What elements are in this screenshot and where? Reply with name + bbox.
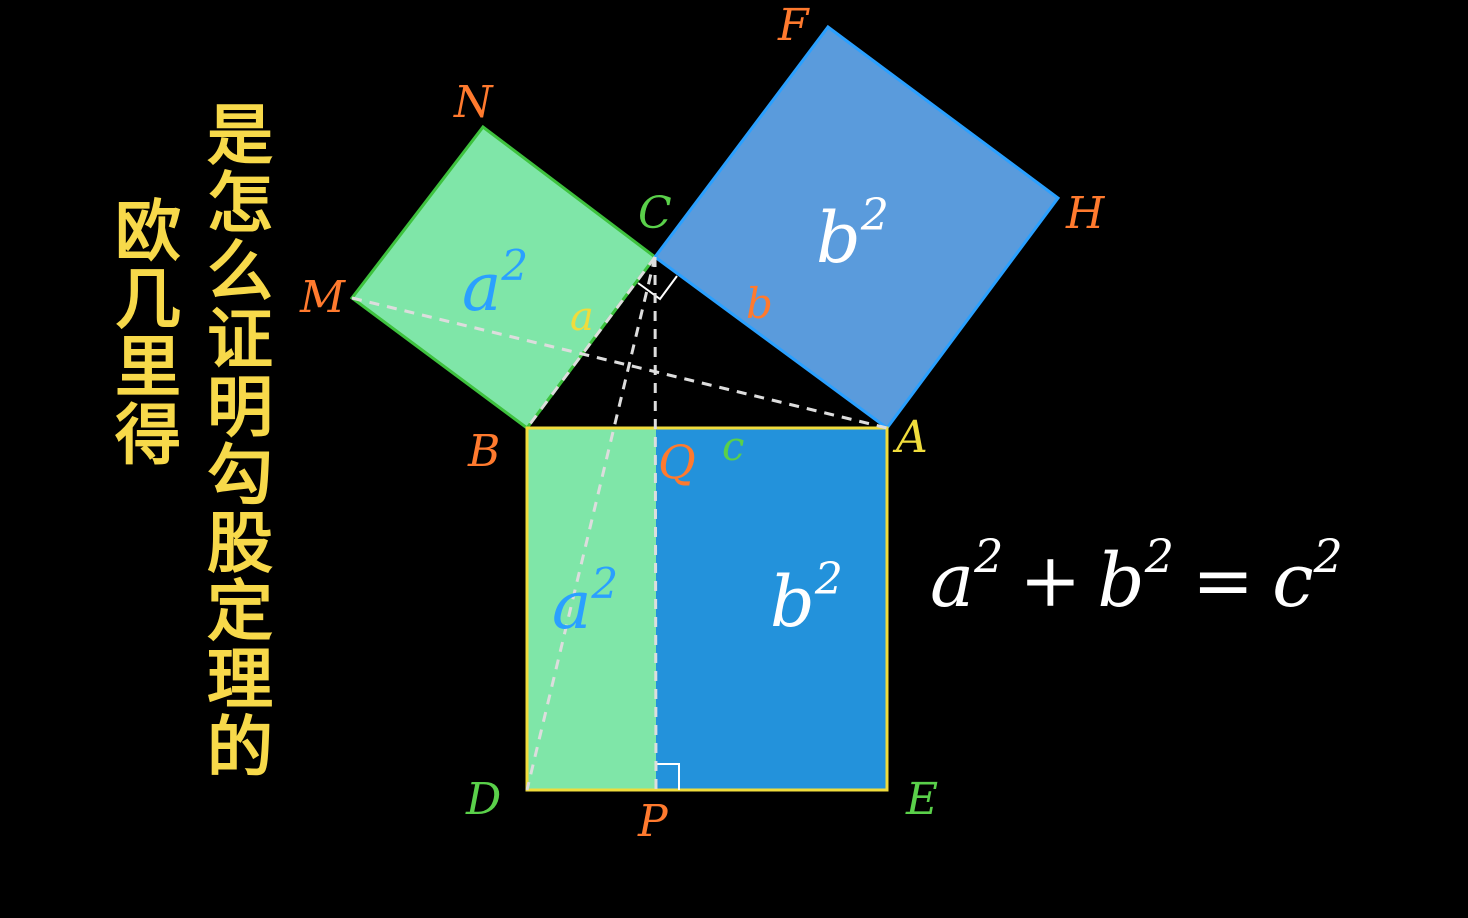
- point-M: M: [299, 272, 346, 323]
- label-b2-top: b2: [816, 190, 889, 279]
- rect-right-b2: [656, 428, 887, 790]
- svg-text:a2+b2=c2: a2+b2=c2: [930, 529, 1343, 624]
- construction-lines: [351, 256, 888, 791]
- point-D: D: [465, 774, 501, 825]
- title-line-2: 欧几里得: [104, 196, 181, 468]
- point-A: A: [892, 412, 928, 463]
- point-B: B: [467, 426, 500, 477]
- square-b: [652, 24, 1061, 431]
- label-a2-rect: a2: [552, 559, 618, 644]
- side-a: a: [570, 294, 594, 340]
- point-N: N: [453, 77, 494, 128]
- right-angle-p: [656, 763, 680, 790]
- point-F: F: [777, 0, 810, 51]
- side-b: b: [746, 279, 773, 328]
- point-Q: Q: [658, 435, 696, 489]
- right-angle-c: [637, 275, 678, 301]
- point-H: H: [1065, 188, 1106, 239]
- side-c: c: [722, 424, 744, 470]
- square-a: [349, 124, 658, 431]
- title-line-1: 是怎么证明勾股定理的: [196, 100, 273, 780]
- dash-c-d: [525, 256, 657, 791]
- label-b2-rect: b2: [770, 554, 843, 643]
- label-a2-small: a2: [462, 241, 528, 326]
- pythagorean-formula: a2+b2=c2: [930, 529, 1343, 624]
- point-P: P: [637, 796, 669, 847]
- point-E: E: [905, 774, 938, 825]
- point-C: C: [638, 188, 672, 239]
- square-c-outline: [525, 426, 889, 792]
- rect-left-a2: [527, 428, 656, 790]
- dash-m-a: [351, 296, 888, 430]
